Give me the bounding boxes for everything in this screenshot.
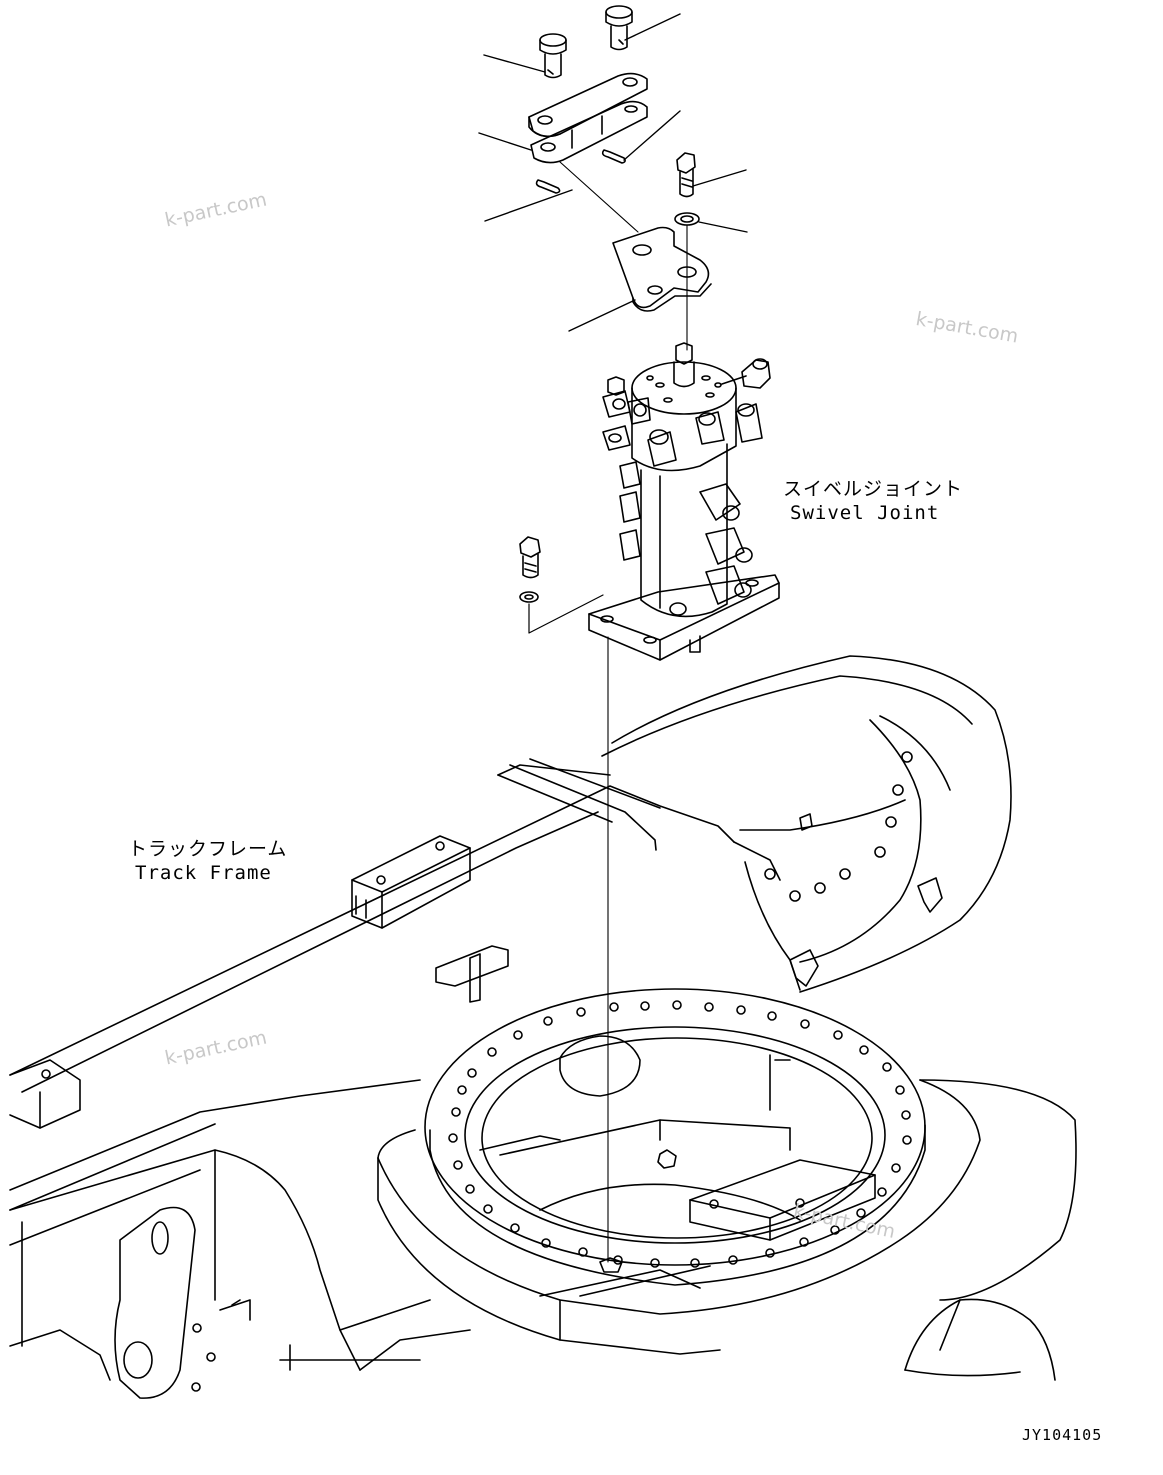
track-frame-label-en: Track Frame [135, 862, 272, 884]
assembly-line-bracket [559, 161, 639, 233]
track-frame-label-jp: トラックフレーム [128, 838, 288, 860]
link-bracket [478, 72, 648, 164]
swing-circle [377, 988, 1077, 1355]
track-frame-body [9, 655, 1012, 1399]
top-pin-left [483, 33, 567, 79]
washer-leader [528, 594, 604, 634]
swivel-joint [588, 342, 780, 661]
cotter-pins [484, 110, 681, 222]
top-washer [674, 212, 748, 233]
fittings-lower [619, 461, 753, 605]
stopper-plate [568, 226, 712, 332]
top-bolt [676, 152, 747, 198]
frame-right-lower [904, 1298, 1056, 1381]
swivel-joint-label-jp: スイベルジョイント [783, 478, 964, 500]
swivel-joint-label-en: Swivel Joint [790, 502, 940, 524]
lower-bolt [519, 536, 541, 579]
drawing-number: JY104105 [1022, 1426, 1103, 1444]
fittings-upper [602, 358, 771, 467]
lower-washer [519, 591, 539, 603]
top-pin-right [605, 5, 681, 51]
